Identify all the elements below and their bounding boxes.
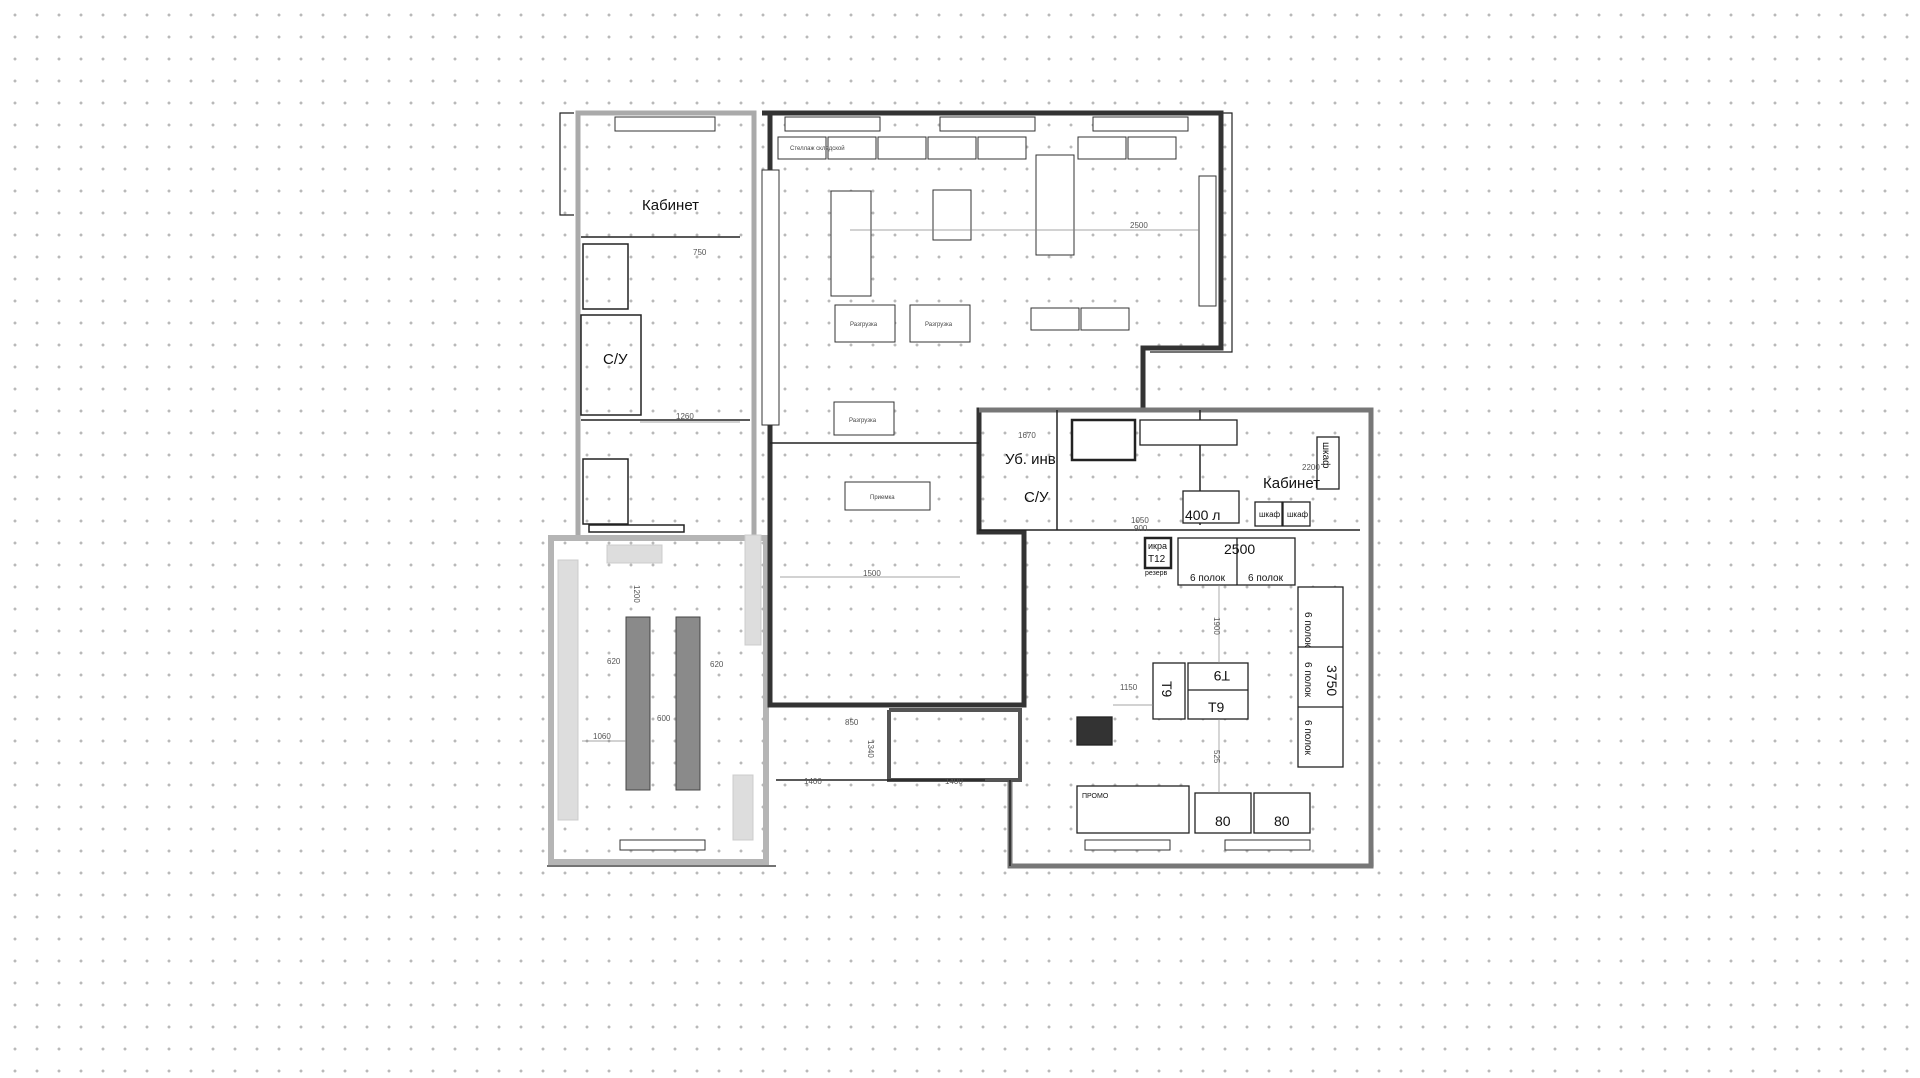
dimension-label: 1200 (632, 585, 641, 603)
freezer-label: 80 (1274, 813, 1290, 829)
promo-label: ПРОМО (1082, 793, 1109, 800)
dimension-lines (582, 229, 1220, 793)
room-wc-left: С/У (603, 351, 628, 368)
table-label: T9 (1208, 699, 1225, 715)
wall-sales-room (548, 535, 769, 865)
dimension-label: 2200 (1302, 463, 1320, 472)
dimension-label: 1900 (1212, 617, 1221, 635)
dimension-label: 1260 (676, 412, 694, 421)
unload-label-3: Разгрузка (849, 418, 877, 424)
room-office-right: Кабинет (1263, 475, 1320, 492)
table-label: T9 (1213, 668, 1230, 684)
dimension-label: 600 (657, 714, 671, 723)
dimension-label: 2500 (1130, 221, 1148, 230)
cabinet-label: шкаф (1259, 510, 1281, 519)
right-equipment (1070, 418, 1344, 834)
dimension-label: 850 (845, 718, 859, 727)
dimension-label: 1060 (593, 732, 611, 741)
dimension-label: 1400 (945, 777, 963, 786)
shelves-label: 6 полок (1248, 573, 1284, 584)
cold-room-size: 2500 (1224, 541, 1255, 557)
dimension-label: 1340 (866, 740, 875, 758)
dimension-label: 525 (1212, 750, 1221, 764)
room-wc-right: С/У (1024, 489, 1049, 506)
shelves-label: 6 полок (1302, 720, 1313, 756)
reception-label: Приемка (870, 495, 895, 501)
wall-corridor (887, 708, 1022, 782)
dimension-label: 620 (710, 660, 724, 669)
shelves-label: 6 полок (1190, 573, 1226, 584)
unload-label-2: Разгрузка (925, 322, 953, 328)
dimension-label: 620 (607, 657, 621, 666)
cold-room-size-2: 3750 (1324, 665, 1340, 696)
shelving (761, 136, 1217, 511)
windows (614, 116, 1311, 851)
shelves-label: 6 полок (1302, 612, 1313, 648)
room-cleaning: Уб. инв (1005, 451, 1056, 468)
dimension-label: 1400 (804, 777, 822, 786)
room-office-left: Кабинет (642, 197, 699, 214)
cabinet-label: шкаф (1320, 442, 1332, 468)
caviar-label: икра (1148, 541, 1167, 551)
dimension-label: 750 (693, 248, 707, 257)
freezer-label: 80 (1215, 813, 1231, 829)
wall-left-block (575, 110, 757, 541)
dimension-label: 900 (1134, 524, 1148, 533)
tank-label: 400 л (1185, 507, 1220, 523)
table-label: T9 (1159, 681, 1175, 698)
unload-label-1: Разгрузка (850, 322, 878, 328)
cabinet-label: шкаф (1287, 510, 1309, 519)
dimension-label: 1670 (1018, 431, 1036, 440)
sales-racks (557, 534, 762, 841)
dimension-label: 1500 (863, 569, 881, 578)
dimension-label: 1150 (1120, 683, 1138, 692)
shelves-label: 6 полок (1302, 662, 1313, 698)
partitions (580, 236, 1360, 866)
caviar-code: T12 (1148, 554, 1166, 565)
dimension-label: 1050 (1131, 516, 1149, 525)
shelf-label: Стеллаж складской (790, 145, 845, 152)
reserve-label: резерв (1145, 570, 1168, 577)
